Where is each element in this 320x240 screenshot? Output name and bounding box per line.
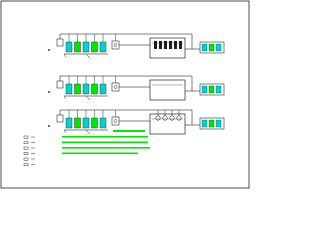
valve-gauge-icon	[169, 115, 175, 121]
process-line-1	[48, 33, 225, 59]
legend-symbol	[23, 152, 29, 155]
diagonal-branch	[63, 129, 67, 134]
meter-icon	[111, 40, 120, 50]
drawing-frame	[0, 0, 250, 189]
diagonal-branch	[85, 129, 91, 135]
filter-housing	[99, 117, 107, 129]
heater-element	[154, 41, 157, 49]
line-marker	[48, 91, 50, 93]
legend	[23, 135, 35, 166]
meter-dial-icon	[113, 43, 118, 47]
heater-element	[159, 41, 162, 49]
process-line-3	[48, 109, 225, 135]
note-line	[62, 141, 148, 144]
filter-bank	[65, 34, 107, 53]
pump-icon	[215, 119, 222, 128]
pump-icon	[201, 85, 208, 94]
diagonal-branch	[63, 95, 67, 100]
process-line-2	[48, 75, 225, 101]
pump-bank	[199, 117, 225, 130]
tank	[149, 79, 186, 101]
pump-bank	[199, 41, 225, 54]
pump-icon	[208, 119, 215, 128]
filter-bank	[65, 110, 107, 129]
pump-icon	[201, 119, 208, 128]
pump-icon	[208, 43, 215, 52]
vessel-symbol	[56, 114, 64, 123]
heater-element	[169, 41, 172, 49]
meter-icon	[111, 82, 120, 92]
meter-dial-icon	[113, 85, 118, 89]
filter-housing	[74, 41, 81, 53]
line-marker	[48, 49, 50, 51]
notes-title	[113, 130, 145, 132]
cad-drawing-canvas	[0, 0, 250, 189]
heater-element	[164, 41, 167, 49]
filter-bank	[65, 76, 107, 95]
pump-bank	[199, 83, 225, 96]
meter-icon	[111, 116, 120, 126]
filter-housing	[91, 117, 98, 129]
filter-housing	[65, 117, 73, 129]
pump-skid	[199, 41, 225, 54]
legend-symbol	[23, 146, 29, 150]
diagonal-branch	[85, 95, 91, 101]
filter-housing	[82, 117, 90, 129]
legend-symbol	[23, 141, 29, 144]
note-line	[62, 136, 148, 138]
pump-skid	[199, 117, 225, 130]
diagonal-branch	[63, 53, 67, 58]
valve-gauge-icon	[155, 115, 161, 121]
pump-icon	[215, 43, 222, 52]
valve-gauge-icon	[162, 115, 168, 121]
note-line	[62, 152, 138, 155]
filter-housing	[65, 41, 73, 53]
line-marker	[48, 125, 50, 127]
filter-housing	[65, 83, 73, 95]
note-line	[62, 147, 150, 149]
legend-symbol	[23, 135, 29, 139]
filter-housing	[82, 41, 90, 53]
tank	[149, 113, 186, 135]
filter-housing	[91, 41, 98, 53]
vessel-symbol	[56, 38, 64, 47]
pump-icon	[215, 85, 222, 94]
legend-symbol	[23, 157, 29, 161]
filter-housing	[99, 83, 107, 95]
meter-dial-icon	[113, 119, 118, 123]
notes-block	[62, 130, 150, 155]
pump-icon	[208, 85, 215, 94]
pump-skid	[199, 83, 225, 96]
pump-icon	[201, 43, 208, 52]
filter-housing	[99, 41, 107, 53]
valve-gauge-icon	[176, 115, 182, 121]
legend-symbol	[23, 163, 29, 166]
schematic-drawing	[0, 0, 250, 189]
vessel-symbol	[56, 80, 64, 89]
filter-housing	[91, 83, 98, 95]
heater-element	[174, 41, 177, 49]
heater-element	[179, 41, 182, 49]
filter-housing	[82, 83, 90, 95]
filter-housing	[74, 83, 81, 95]
tank	[149, 37, 186, 59]
diagonal-branch	[85, 53, 91, 59]
filter-housing	[74, 117, 81, 129]
